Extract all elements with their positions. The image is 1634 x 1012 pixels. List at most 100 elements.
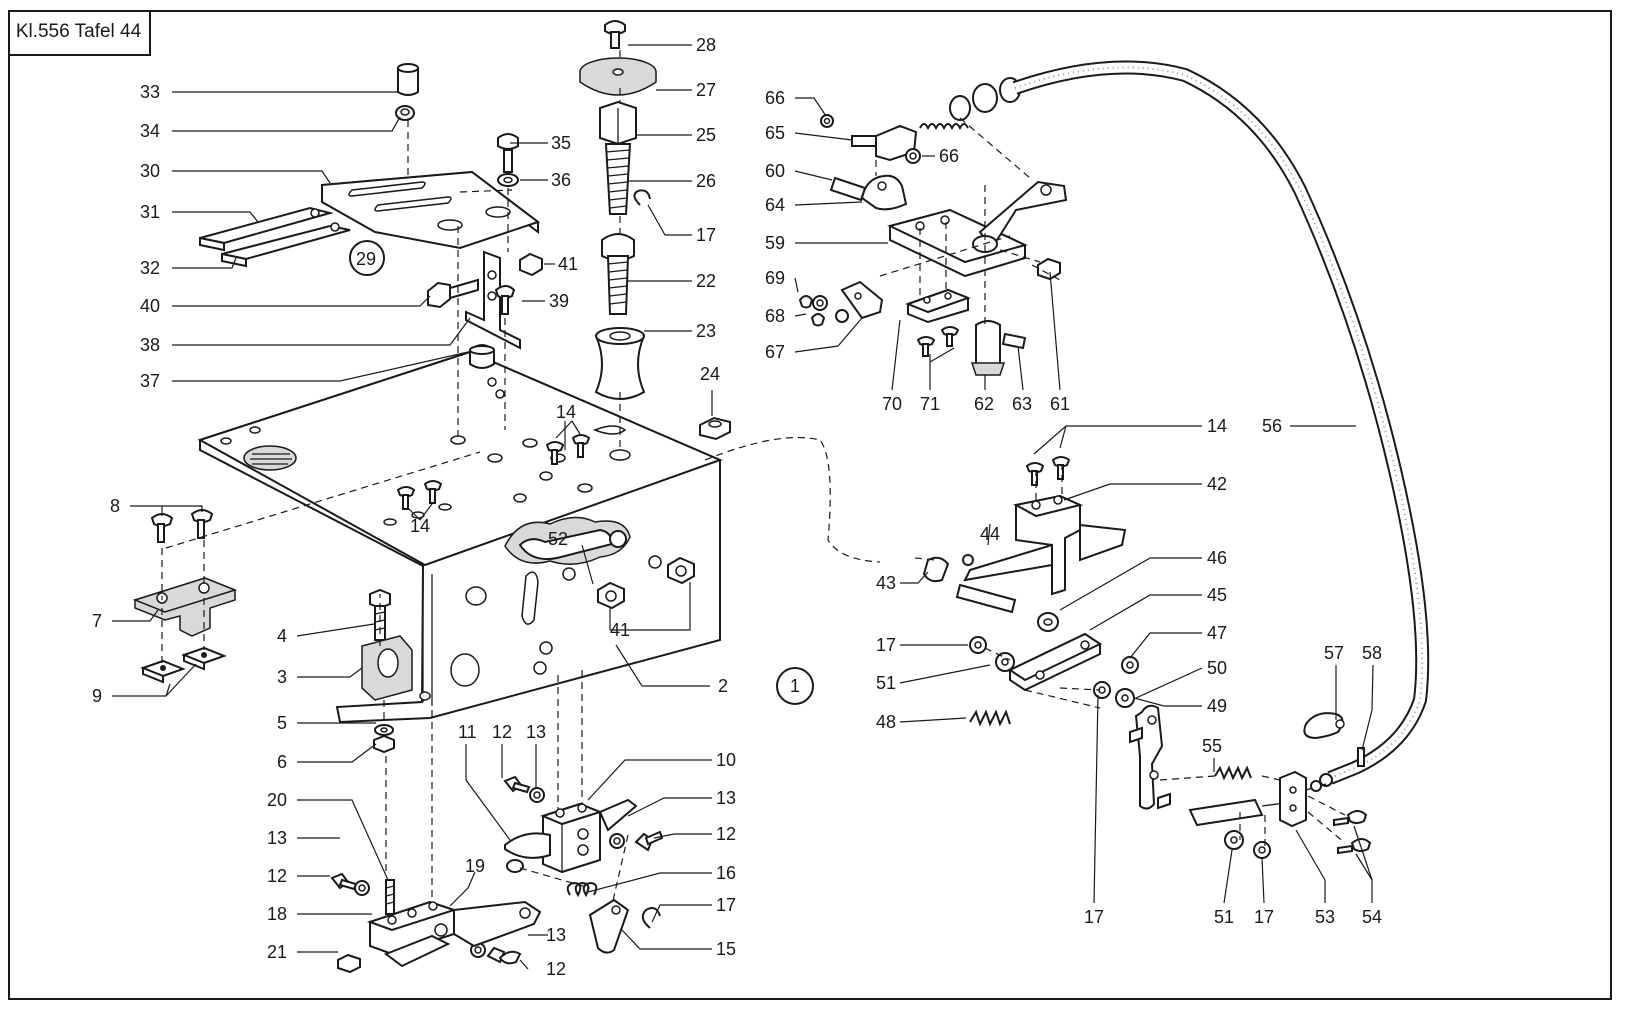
- label-14-c: 14: [1207, 416, 1227, 436]
- label-45: 45: [1207, 585, 1227, 605]
- label-32: 32: [140, 258, 160, 278]
- label-43: 43: [876, 573, 896, 593]
- label-25: 25: [696, 125, 716, 145]
- callout-1: [776, 667, 814, 705]
- label-8: 8: [110, 496, 120, 516]
- label-67: 67: [765, 342, 785, 362]
- label-63: 63: [1012, 394, 1032, 414]
- label-13-d: 13: [546, 925, 566, 945]
- label-42: 42: [1207, 474, 1227, 494]
- label-21: 21: [267, 942, 287, 962]
- label-60: 60: [765, 161, 785, 181]
- label-15: 15: [716, 939, 736, 959]
- label-69: 69: [765, 268, 785, 288]
- label-7: 7: [92, 611, 102, 631]
- label-65: 65: [765, 123, 785, 143]
- label-12-c: 12: [716, 824, 736, 844]
- label-33: 33: [140, 82, 160, 102]
- label-13-c: 13: [716, 788, 736, 808]
- label-11: 11: [458, 722, 477, 742]
- label-12-b: 12: [492, 722, 512, 742]
- label-9: 9: [92, 686, 102, 706]
- label-48: 48: [876, 712, 896, 732]
- label-17-e: 17: [1254, 907, 1274, 927]
- label-40: 40: [140, 296, 160, 316]
- label-12-a: 12: [267, 866, 287, 886]
- label-5: 5: [277, 713, 287, 733]
- label-71: 71: [920, 394, 940, 414]
- label-35: 35: [551, 133, 571, 153]
- base-plate: [197, 350, 723, 724]
- label-29: 29: [356, 249, 376, 269]
- label-14-a: 14: [556, 402, 576, 422]
- nut-41-pair: [597, 556, 695, 610]
- label-17-a: 17: [696, 225, 716, 245]
- left-parts: [132, 509, 413, 754]
- label-10: 10: [716, 750, 736, 770]
- label-44: 44: [980, 524, 1000, 544]
- label-53: 53: [1315, 907, 1335, 927]
- label-37: 37: [140, 371, 160, 391]
- label-41-bottom: 41: [610, 620, 630, 640]
- label-61: 61: [1050, 394, 1070, 414]
- label-4: 4: [277, 626, 287, 646]
- label-62: 62: [974, 394, 994, 414]
- plate-title: Kl.556 Tafel 44: [8, 10, 151, 56]
- label-36: 36: [551, 170, 571, 190]
- label-3: 3: [277, 667, 287, 687]
- label-12-d: 12: [546, 959, 566, 979]
- label-23: 23: [696, 321, 716, 341]
- bottom-linkage: [330, 775, 664, 974]
- label-64: 64: [765, 195, 785, 215]
- label-46: 46: [1207, 548, 1227, 568]
- callout-29: [349, 240, 385, 276]
- label-20: 20: [267, 790, 287, 810]
- leader-lines: [112, 44, 1374, 970]
- label-14-b: 14: [410, 516, 430, 536]
- part-labels: 33 34 30 31 32 40 38 37 29 35 36 41 39 2…: [92, 35, 1382, 979]
- label-30: 30: [140, 161, 160, 181]
- label-17-c: 17: [876, 635, 896, 655]
- label-38: 38: [140, 335, 160, 355]
- label-51-b: 51: [1214, 907, 1234, 927]
- label-39: 39: [549, 291, 569, 311]
- label-16: 16: [716, 863, 736, 883]
- bowden-cable: [1012, 60, 1430, 787]
- label-13-b: 13: [526, 722, 546, 742]
- label-31: 31: [140, 202, 160, 222]
- label-66-b: 66: [939, 146, 959, 166]
- label-70: 70: [882, 394, 902, 414]
- label-41-top: 41: [558, 254, 578, 274]
- label-58: 58: [1362, 643, 1382, 663]
- right-linkage: [922, 456, 1372, 859]
- label-19: 19: [465, 856, 485, 876]
- top-plate-assembly: [199, 63, 543, 399]
- label-28: 28: [696, 35, 716, 55]
- label-49: 49: [1207, 696, 1227, 716]
- label-26: 26: [696, 171, 716, 191]
- label-59: 59: [765, 233, 785, 253]
- spindle-assembly: [579, 20, 731, 441]
- label-6: 6: [277, 752, 287, 772]
- label-18: 18: [267, 904, 287, 924]
- assembly-lines: [161, 50, 1346, 906]
- label-47: 47: [1207, 623, 1227, 643]
- label-27: 27: [696, 80, 716, 100]
- label-22: 22: [696, 271, 716, 291]
- screws-14: [396, 434, 591, 510]
- label-17-d: 17: [1084, 907, 1104, 927]
- label-54: 54: [1362, 907, 1382, 927]
- label-24: 24: [700, 364, 720, 384]
- label-68: 68: [765, 306, 785, 326]
- label-17-b: 17: [716, 895, 736, 915]
- label-13-a: 13: [267, 828, 287, 848]
- label-57: 57: [1324, 643, 1344, 663]
- label-56: 56: [1262, 416, 1282, 436]
- label-52: 52: [548, 529, 568, 549]
- label-34: 34: [140, 121, 160, 141]
- label-51-a: 51: [876, 673, 896, 693]
- label-50: 50: [1207, 658, 1227, 678]
- label-1: 1: [790, 676, 800, 696]
- label-66-a: 66: [765, 88, 785, 108]
